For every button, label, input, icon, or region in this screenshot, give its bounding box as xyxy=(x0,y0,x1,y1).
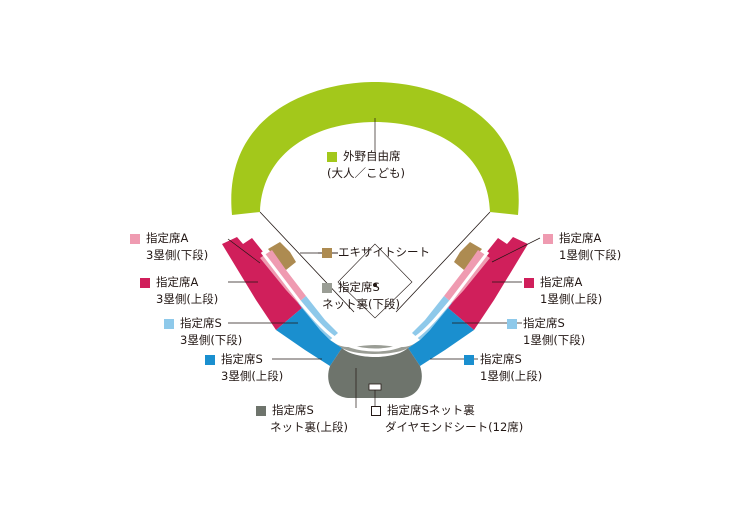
label-title: 指定席S xyxy=(272,403,314,417)
swatch-excite xyxy=(322,247,332,258)
label-a1-upper: 指定席A 1塁側(上段) xyxy=(524,274,602,308)
seat-s-3b-lower[interactable] xyxy=(298,296,338,340)
label-sub: 3塁側(上段) xyxy=(221,369,284,383)
label-title: 指定席A xyxy=(156,275,199,289)
label-sub: ダイヤモンドシート(12席) xyxy=(385,420,524,434)
swatch-a1-lower xyxy=(543,233,553,244)
label-s1-lower: 指定席S 1塁側(下段) xyxy=(507,315,585,349)
label-sub: 1塁側(上段) xyxy=(480,369,543,383)
label-excite: エキサイトシート xyxy=(322,244,430,261)
infield-rail xyxy=(260,251,490,352)
label-sub: ネット裏(下段) xyxy=(322,297,400,311)
swatch-outfield xyxy=(327,151,337,162)
label-sub: 3塁側(下段) xyxy=(180,333,243,347)
label-outfield: 外野自由席 (大人／こども) xyxy=(327,148,405,182)
label-title: 指定席Sネット裏 xyxy=(387,403,475,417)
label-net-lower: 指定席S ネット裏(下段) xyxy=(322,279,400,313)
swatch-a1-upper xyxy=(524,277,534,288)
seat-s-net-upper[interactable] xyxy=(328,348,422,398)
swatch-s3-upper xyxy=(205,354,215,365)
seat-a-3b-upper[interactable] xyxy=(222,237,302,330)
swatch-diamond xyxy=(371,405,381,416)
leader-lines xyxy=(227,118,541,408)
label-title: 指定席S xyxy=(523,316,565,330)
outfield-free-seats[interactable] xyxy=(231,82,519,215)
label-title: 指定席A xyxy=(146,231,189,245)
label-title: 指定席S xyxy=(338,280,380,294)
excite-seat-1b[interactable] xyxy=(454,242,482,270)
swatch-a3-lower xyxy=(130,233,140,244)
label-title: 指定席S xyxy=(480,352,522,366)
label-sub: ネット裏(上段) xyxy=(270,420,348,434)
label-title: 指定席A xyxy=(540,275,583,289)
swatch-s1-lower xyxy=(507,318,517,329)
swatch-a3-upper xyxy=(140,277,150,288)
label-title: 外野自由席 xyxy=(343,149,401,163)
seat-s-1b-lower[interactable] xyxy=(412,296,452,340)
label-title: 指定席S xyxy=(221,352,263,366)
label-sub: 3塁側(下段) xyxy=(146,248,209,262)
seat-s-3b-upper[interactable] xyxy=(276,308,342,366)
label-s3-lower: 指定席S 3塁側(下段) xyxy=(164,315,242,349)
pitcher-mound xyxy=(373,283,377,287)
label-sub: 1塁側(上段) xyxy=(540,292,603,306)
label-title: エキサイトシート xyxy=(338,245,430,259)
field-outline xyxy=(259,211,491,313)
label-sub: 1塁側(下段) xyxy=(559,248,622,262)
infield-diamond-lines xyxy=(337,243,413,319)
label-diamond: 指定席Sネット裏 ダイヤモンドシート(12席) xyxy=(371,402,523,436)
diamond-seat[interactable] xyxy=(368,383,382,391)
label-s1-upper: 指定席S 1塁側(上段) xyxy=(464,351,542,385)
swatch-net-lower xyxy=(322,282,332,293)
swatch-s3-lower xyxy=(164,318,174,329)
label-title: 指定席A xyxy=(559,231,602,245)
label-net-upper: 指定席S ネット裏(上段) xyxy=(256,402,348,436)
swatch-s1-upper xyxy=(464,354,474,365)
label-s3-upper: 指定席S 3塁側(上段) xyxy=(205,351,283,385)
seat-s-net-lower[interactable] xyxy=(330,340,420,354)
excite-seat-3b[interactable] xyxy=(268,242,296,270)
label-sub: 3塁側(上段) xyxy=(156,292,219,306)
label-title: 指定席S xyxy=(180,316,222,330)
label-sub: 1塁側(下段) xyxy=(523,333,586,347)
label-a1-lower: 指定席A 1塁側(下段) xyxy=(543,230,621,264)
label-sub: (大人／こども) xyxy=(327,166,405,180)
seat-a-1b-upper[interactable] xyxy=(448,237,528,330)
seat-s-1b-upper[interactable] xyxy=(408,308,474,366)
label-a3-upper: 指定席A 3塁側(上段) xyxy=(140,274,218,308)
label-a3-lower: 指定席A 3塁側(下段) xyxy=(130,230,208,264)
swatch-net-upper xyxy=(256,405,266,416)
